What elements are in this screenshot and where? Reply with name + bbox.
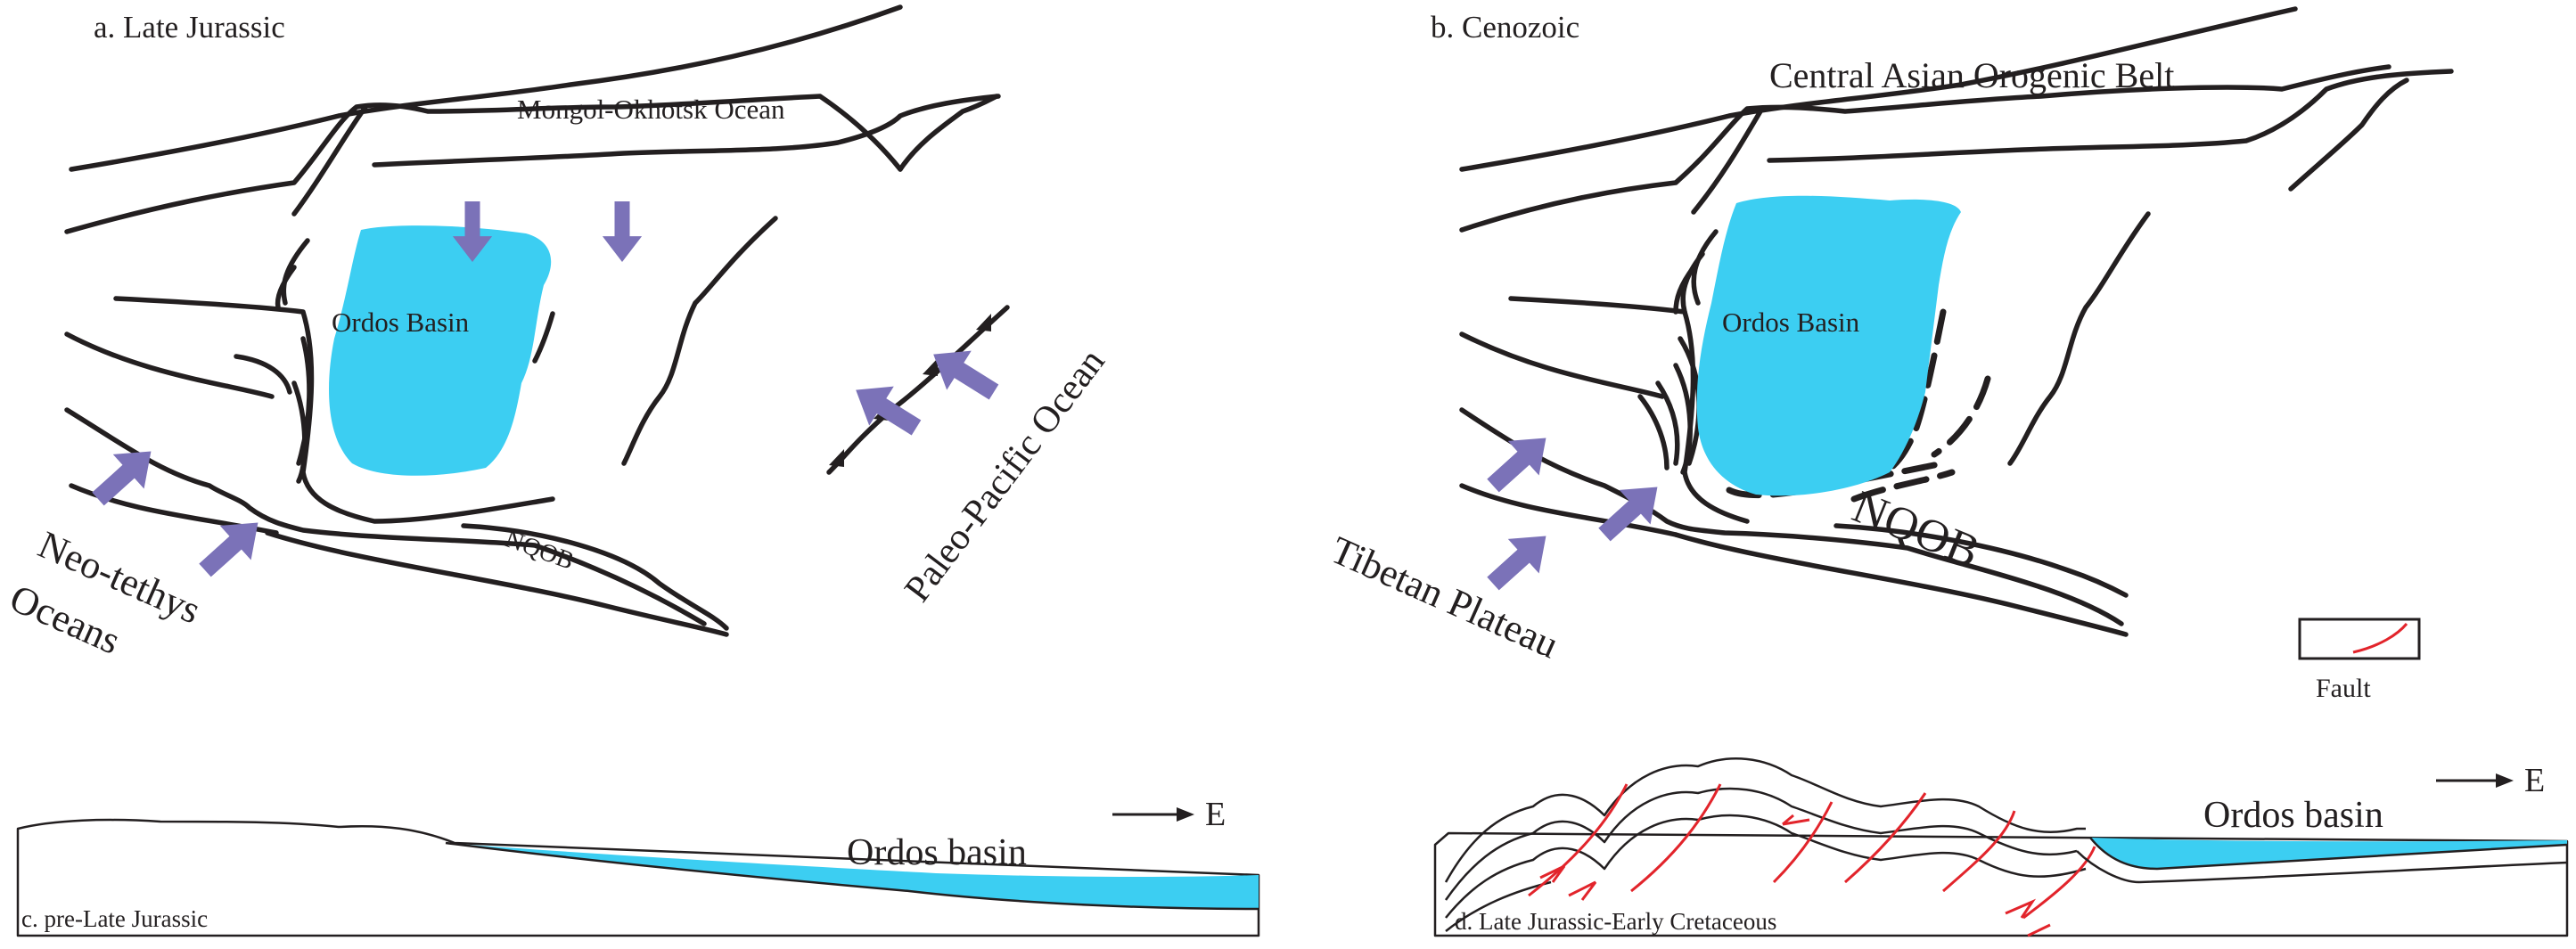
panel-a-title: a. Late Jurassic [94, 10, 285, 45]
panel-a-ocean-north-label: Mongol-Okhotsk Ocean [517, 94, 785, 125]
panel-a-ocean-east-label: Paleo-Pacific Ocean [897, 341, 1112, 609]
panel-b-basin-label: Ordos Basin [1722, 307, 1860, 338]
panel-a-fault-line [265, 530, 729, 637]
panel-a-fault-line [372, 94, 1001, 168]
panel-b: b. Cenozoic Central Asian Orogenic Belt [1325, 6, 2454, 703]
panel-d-fold-layer [1445, 880, 1552, 932]
panel-d-faults [1528, 783, 2096, 937]
panel-c-title: c. pre-Late Jurassic [21, 905, 208, 932]
panel-b-dashed-fault [1882, 308, 1947, 476]
panel-d-title: d. Late Jurassic-Early Cretaceous [1455, 908, 1776, 935]
panel-a-fault-line [64, 407, 707, 626]
panel-b-fault-line [2007, 211, 2151, 466]
panel-a-fault-line [291, 380, 308, 484]
legend-fault-box [2298, 618, 2421, 660]
panel-a-fault-line [64, 94, 903, 234]
panel-a: a. Late Jurassic Ordos Ba [4, 4, 1113, 663]
panel-b-fault-line [1673, 532, 2129, 637]
panel-a-fault-line [898, 94, 999, 172]
panel-b-fault-line [1459, 331, 1665, 399]
panel-a-fault-line [275, 265, 297, 310]
panel-d-east-arrow: E [2436, 762, 2545, 799]
panel-a-fault-line [291, 104, 368, 217]
panel-a-stress-arrow [602, 201, 643, 262]
panel-d-basin-label: Ordos basin [2203, 795, 2383, 836]
panel-a-fault-line [532, 311, 555, 364]
panel-b-title: b. Cenozoic [1431, 10, 1579, 45]
panel-a-stress-arrow [843, 370, 929, 448]
panel-c-basin-fill [446, 843, 1259, 909]
panel-d-fold-layer [1444, 787, 2078, 901]
panel-d-basin-edge [2089, 837, 2568, 871]
panel-b-belt-north-label: Central Asian Orogenic Belt [1769, 55, 2174, 95]
panel-d-fold-layer [1444, 757, 2086, 883]
panel-c: Ordos basin E c. pre-Late Jurassic [16, 796, 1260, 937]
panel-b-fault-line [2288, 78, 2409, 192]
panel-c-direction-label: E [1205, 796, 1226, 833]
panel-d-section-outline [1433, 831, 2569, 937]
panel-b-fault-line [1459, 483, 1678, 537]
panel-d-basin-fill [2090, 838, 2567, 869]
panel-b-fault-line [1691, 229, 1719, 306]
panel-a-ordos-basin [329, 225, 552, 476]
legend-fault-icon [2352, 623, 2408, 654]
panel-c-east-arrow: E [1112, 796, 1226, 833]
panel-a-fault-line [621, 216, 778, 466]
panel-b-fault-line [1834, 523, 2129, 598]
panel-b-fault-line [1459, 64, 2391, 233]
panel-b-fault-line [1673, 363, 1693, 475]
panel-b-fault-line [1655, 380, 1680, 466]
panel-d-basement-line [2138, 861, 2568, 884]
panel-b-fault-line [1637, 394, 1669, 470]
panel-d: Ordos basin E d. Late Jurassic-Early Cre… [1433, 757, 2569, 937]
panel-c-basin-label: Ordos basin [847, 832, 1027, 873]
panel-c-section-outline [16, 818, 1260, 937]
panel-b-belt-label: NQOB [1846, 481, 1987, 577]
legend-fault-label: Fault [2316, 674, 2371, 703]
panel-b-fault-line [1459, 407, 2124, 626]
panel-b-dashed-fault [1850, 469, 1956, 503]
panel-b-stress-arrow [1477, 519, 1562, 601]
panel-b-stress-arrow [1588, 470, 1673, 552]
panel-a-fault-line [69, 4, 903, 172]
panel-b-legend: Fault [2298, 618, 2421, 703]
panel-d-direction-label: E [2524, 762, 2545, 799]
panel-b-fault-line [1673, 265, 1696, 315]
panel-a-basin-label: Ordos Basin [332, 307, 470, 338]
panel-a-fault-line [234, 354, 292, 395]
panel-d-basement-line [2076, 850, 2140, 884]
panel-b-dashed-fault [1931, 375, 1991, 458]
panel-a-fault-line [281, 238, 310, 306]
panel-a-subduction-zone [826, 305, 1010, 475]
panel-a-fault-line [461, 523, 729, 631]
panel-b-fault-line [1459, 6, 2298, 172]
panel-d-fold-layer [1445, 814, 2087, 919]
panel-c-basin-edge [445, 841, 1259, 911]
panel-b-fault-line [1767, 69, 2454, 163]
panel-b-fault-line [1691, 109, 1763, 215]
panel-b-ordos-basin [1696, 195, 1961, 496]
panel-a-fault-line [64, 331, 275, 399]
